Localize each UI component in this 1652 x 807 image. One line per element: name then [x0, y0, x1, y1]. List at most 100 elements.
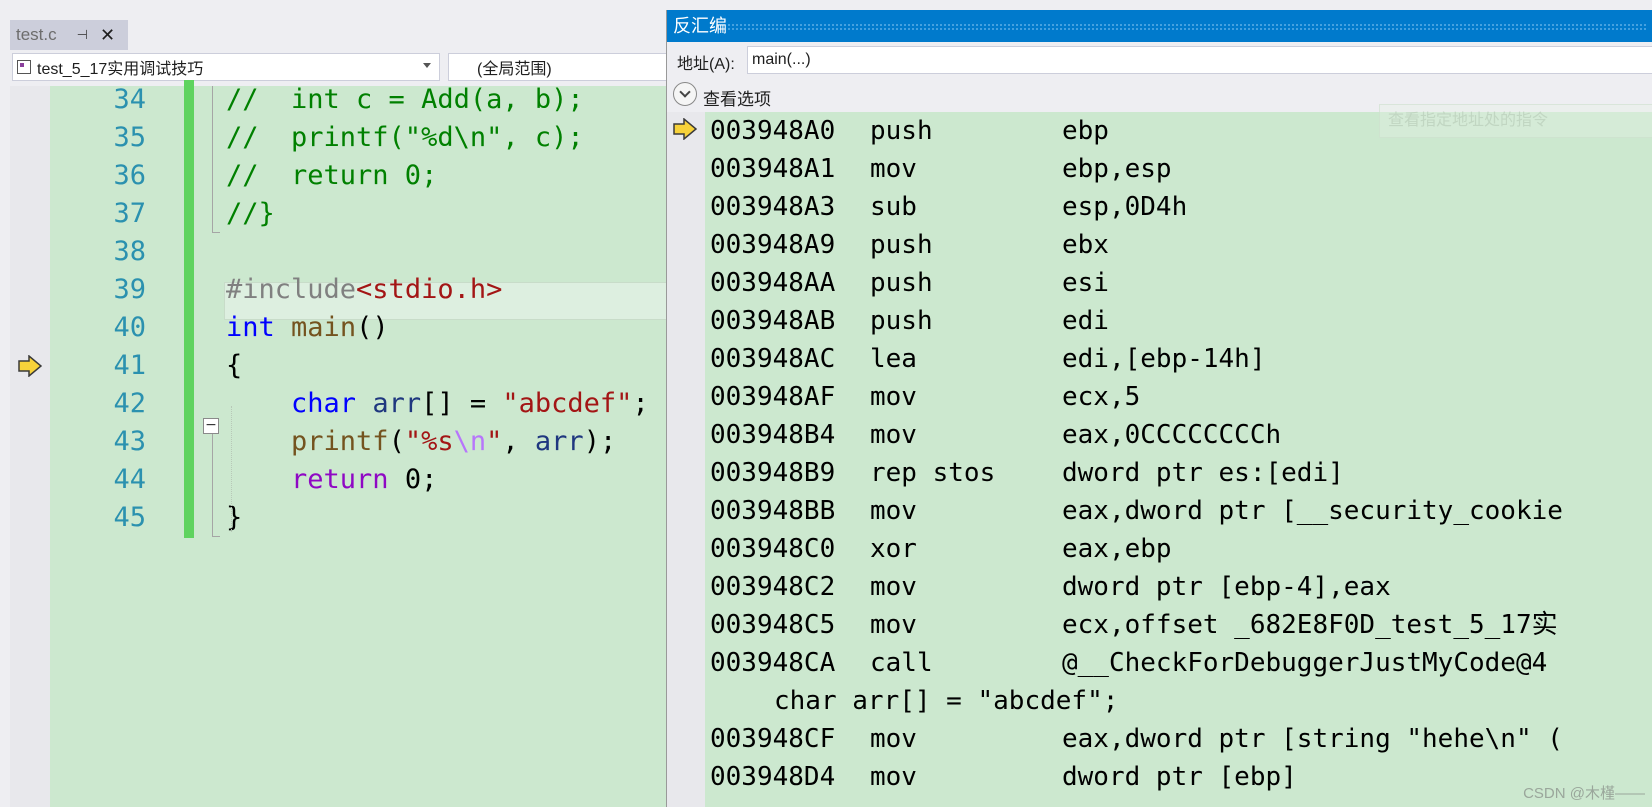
instruction-operands: @__CheckForDebuggerJustMyCode@4: [1062, 648, 1548, 678]
line-number: 40: [113, 312, 146, 343]
source-line[interactable]: char arr[] = "abcdef";: [667, 682, 1652, 720]
code-line[interactable]: 40 int main(): [10, 308, 702, 348]
change-indicator: [184, 80, 194, 120]
code-text: char arr[] = "abcdef";: [226, 384, 649, 424]
instruction-address: 003948A1: [710, 154, 836, 184]
instruction-operands: dword ptr [ebp-4],eax: [1062, 572, 1391, 602]
code-token: // int c = Add(a, b);: [226, 84, 584, 115]
code-token: 0;: [388, 464, 438, 495]
scope-dropdown-value: (全局范围): [477, 61, 552, 78]
instruction-operands: ecx,offset _682E8F0D_test_5_17实: [1062, 610, 1558, 640]
code-token: ,: [502, 426, 535, 457]
code-text: // printf("%d\n", c);: [226, 118, 584, 158]
code-token: ;: [632, 388, 649, 419]
code-line[interactable]: 41 {: [10, 346, 702, 386]
code-text: {: [226, 346, 242, 386]
line-number: 34: [113, 84, 146, 115]
line-number: 38: [113, 236, 146, 267]
code-token: ": [486, 426, 503, 457]
code-line[interactable]: 34 // int c = Add(a, b);: [10, 80, 702, 120]
code-line[interactable]: 38: [10, 232, 702, 272]
change-indicator: [184, 270, 194, 310]
code-token: [226, 464, 291, 495]
instruction-row[interactable]: 003948C2 mov dword ptr [ebp-4],eax: [667, 568, 1652, 606]
code-line[interactable]: 42 char arr[] = "abcdef";: [10, 384, 702, 424]
code-token: int: [226, 312, 275, 343]
code-line[interactable]: 44 return 0;: [10, 460, 702, 500]
instruction-mnemonic: push: [870, 116, 933, 146]
line-number: 41: [113, 350, 146, 381]
code-token: char: [291, 388, 357, 419]
instruction-mnemonic: mov: [870, 572, 917, 602]
code-text: int main(): [226, 308, 389, 348]
code-text: }: [226, 498, 242, 538]
scope-dropdown[interactable]: (全局范围): [448, 53, 708, 81]
line-number: 37: [113, 198, 146, 229]
code-line[interactable]: 36// return 0;: [10, 156, 702, 196]
line-number: 42: [113, 388, 146, 419]
change-indicator: [184, 384, 194, 424]
pin-icon[interactable]: ⊣: [76, 27, 88, 43]
code-line[interactable]: 35// printf("%d\n", c);: [10, 118, 702, 158]
instruction-row[interactable]: 003948CA call @__CheckForDebuggerJustMyCod…: [667, 644, 1652, 682]
outline-guide-main-end: [212, 536, 220, 537]
instruction-address: 003948D4: [710, 762, 836, 792]
project-dropdown[interactable]: test_5_17实用调试技巧: [12, 53, 440, 81]
code-line[interactable]: 43 printf("%s\n", arr);: [10, 422, 702, 462]
project-icon: [17, 60, 31, 74]
code-line[interactable]: 45}: [10, 498, 702, 538]
instruction-mnemonic: mov: [870, 496, 917, 526]
view-options-row[interactable]: 查看选项: [667, 78, 1652, 112]
tab-test-c[interactable]: test.c ⊣ ✕: [10, 20, 128, 50]
chevron-down-icon[interactable]: [673, 82, 697, 106]
code-editor[interactable]: 34 // int c = Add(a, b);35// printf("%d\n…: [10, 80, 702, 807]
project-dropdown-value: test_5_17实用调试技巧: [37, 61, 204, 78]
instruction-mnemonic: rep stos: [870, 458, 996, 488]
code-token: "%s: [404, 426, 454, 457]
instruction-address: 003948A0: [710, 116, 836, 146]
code-token: //}: [226, 198, 275, 229]
code-token: arr: [534, 426, 584, 457]
code-token: [] =: [421, 388, 503, 419]
instruction-operands: edi,[ebp-14h]: [1062, 344, 1266, 374]
code-text: // return 0;: [226, 156, 437, 196]
instruction-mnemonic: mov: [870, 382, 917, 412]
view-options-label[interactable]: 查看选项: [703, 90, 771, 109]
instruction-mnemonic: call: [870, 648, 933, 678]
instruction-operands: dword ptr [ebp]: [1062, 762, 1297, 792]
instruction-address: 003948C5: [710, 610, 836, 640]
instruction-address: 003948C2: [710, 572, 836, 602]
change-indicator: [184, 232, 194, 272]
indent-guide: [231, 406, 232, 532]
code-line[interactable]: 39#include<stdio.h>: [10, 270, 702, 310]
collapse-icon[interactable]: −: [203, 418, 219, 434]
instruction-operands: ebx: [1062, 230, 1109, 260]
disassembly-title-bar[interactable]: 反汇编: [667, 10, 1652, 42]
code-line[interactable]: 37 //}: [10, 194, 702, 234]
glyph-margin[interactable]: [10, 86, 50, 807]
disassembly-margin[interactable]: [667, 112, 705, 807]
code-token: [275, 312, 291, 343]
close-icon[interactable]: ✕: [99, 24, 116, 46]
code-token: main: [291, 312, 357, 343]
instruction-address: 003948CA: [710, 648, 836, 678]
tab-title: test.c: [16, 25, 57, 44]
address-input[interactable]: main(...): [747, 46, 1652, 74]
